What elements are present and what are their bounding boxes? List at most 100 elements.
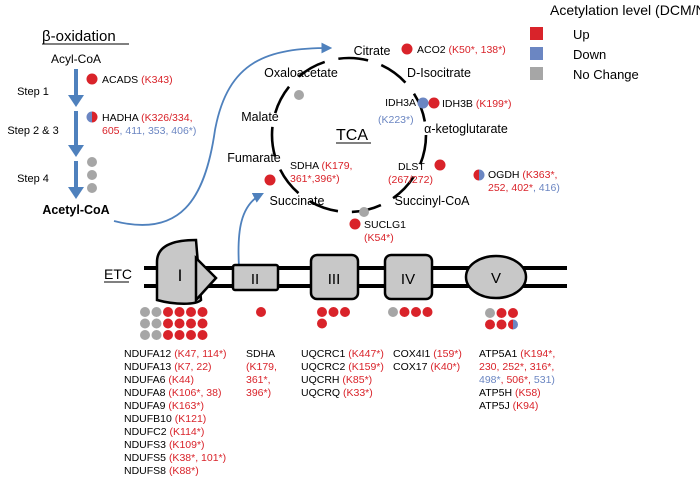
etc-label: ETC <box>104 266 132 282</box>
c3-protein-item-1: UQCRC2 (K159*) <box>301 361 384 373</box>
c3-dot-2 <box>340 307 350 317</box>
c1-protein-item-4: NDUFA9 (K163*) <box>124 400 204 412</box>
c1-dot-12 <box>140 330 150 340</box>
atp5j-line: ATP5J (K94) <box>479 400 538 412</box>
tca-ring <box>270 56 428 214</box>
c1-dot-17 <box>197 330 208 340</box>
citrate-label: Citrate <box>354 44 391 58</box>
legend-up-swatch <box>530 27 543 40</box>
c5-dot-3 <box>485 319 495 330</box>
step4-dot-1 <box>87 157 97 167</box>
c4-dot-1 <box>399 307 410 317</box>
legend: Acetylation level (DCM/NF) Up Down No Ch… <box>530 2 700 82</box>
atp5a1-line1: ATP5A1 (K194*, <box>479 348 555 360</box>
c1-dot-14 <box>163 330 173 340</box>
c3-dot-1 <box>328 307 339 317</box>
c1-protein-item-8: NDUFS5 (K38*, 101*) <box>124 452 226 464</box>
c1-dot-8 <box>163 318 173 329</box>
c3-dot-0 <box>317 307 327 317</box>
c5-dot-4 <box>496 319 507 330</box>
suclg1-name: SUCLG1 <box>364 219 406 231</box>
c1-protein-item-5: NDUFB10 (K121) <box>124 413 206 425</box>
legend-nochange-swatch <box>530 67 543 80</box>
complex-i-label: I <box>178 266 183 285</box>
c1-dot-10 <box>186 318 196 329</box>
sdha-tca-dot <box>264 174 276 186</box>
c2-protein-name: SDHA <box>246 348 275 360</box>
legend-nochange-label: No Change <box>573 67 639 82</box>
step4-label: Step 4 <box>17 173 49 185</box>
c2-sites-line1: (K179, <box>246 361 277 373</box>
legend-title: Acetylation level (DCM/NF) <box>550 2 700 18</box>
c2-sites-line2: 361*, <box>246 374 271 386</box>
ogdh-text-line1: OGDH (K363*, <box>488 169 557 181</box>
legend-down-swatch <box>530 47 543 60</box>
complex-v-label: V <box>491 270 501 287</box>
oxaloacetate-label: Oxaloacetate <box>264 66 338 80</box>
c1-dot-15 <box>174 330 185 340</box>
acads-dot <box>86 73 98 85</box>
acetyl-coa-label: Acetyl-CoA <box>42 203 109 217</box>
legend-down-label: Down <box>573 47 606 62</box>
c1-protein-item-0: NDUFA12 (K47, 114*) <box>124 348 227 360</box>
c1-protein-item-2: NDUFA6 (K44) <box>124 374 194 386</box>
aco2-dot <box>401 43 413 55</box>
c1-dot-11 <box>197 318 208 329</box>
succinyl-coa-label: Succinyl-CoA <box>394 194 470 208</box>
step4-dot-3 <box>87 183 97 193</box>
step4-dot-2 <box>87 170 97 180</box>
c2-dot-0 <box>256 307 266 317</box>
dlst-name: DLST <box>398 161 425 173</box>
succinate-label: Succinate <box>270 194 325 208</box>
complex-i-dots <box>140 307 208 340</box>
sdha-tca-line1: SDHA (K179, <box>290 160 352 172</box>
c1-protein-item-6: NDUFC2 (K114*) <box>124 426 204 438</box>
c4-protein-item-0: COX4I1 (159*) <box>393 348 462 360</box>
complex-ii <box>231 263 280 292</box>
c3-protein-item-0: UQCRC1 (K447*) <box>301 348 384 360</box>
c5-dot-1 <box>496 308 507 318</box>
complex-i-protein-list: NDUFA12 (K47, 114*)NDUFA13 (K7, 22)NDUFA… <box>124 348 227 477</box>
c4-dot-0 <box>388 307 398 317</box>
complex2-to-succinate-arrow <box>237 193 264 268</box>
fumarate-label: Fumarate <box>227 151 281 165</box>
c1-protein-item-7: NDUFS3 (K109*) <box>124 439 205 451</box>
acyl-coa-label: Acyl-CoA <box>51 52 101 66</box>
c1-protein-item-9: NDUFS8 (K88*) <box>124 465 199 477</box>
beta-oxidation-panel: β-oxidation Acyl-CoA Step 1 Step 2 & 3 S… <box>7 28 196 217</box>
c1-dot-16 <box>186 330 196 340</box>
complex-iii-protein-list: UQCRC1 (K447*)UQCRC2 (K159*)UQCRH (K85*)… <box>301 348 384 399</box>
c5-dot-5 <box>508 319 518 330</box>
idh3a-dot <box>417 97 429 109</box>
acads-text: ACADS (K343) <box>102 74 173 86</box>
c1-dot-13 <box>151 330 162 340</box>
malate-label: Malate <box>241 110 279 124</box>
idh3b-dot <box>428 97 440 109</box>
disocitrate-label: D-Isocitrate <box>407 66 471 80</box>
aco2-text: ACO2 (K50*, 138*) <box>417 44 506 56</box>
c1-protein-item-1: NDUFA13 (K7, 22) <box>124 361 212 373</box>
atp5a1-line3: 498*, 506*, 531) <box>479 374 555 386</box>
c1-protein-item-3: NDUFA8 (K106*, 38) <box>124 387 221 399</box>
hadha-text-line1: HADHA (K326/334, <box>102 112 192 124</box>
c4-dot-2 <box>411 307 421 317</box>
etc-panel: ETC I II III IV V NDUFA12 (K47, 114*)NDU… <box>104 238 567 477</box>
complex-iii <box>309 253 360 301</box>
complex-ii-dots <box>256 307 266 317</box>
oxaloacetate-dot <box>294 90 304 100</box>
c4-dot-3 <box>422 307 433 317</box>
complex-v <box>464 254 528 300</box>
step23-label: Step 2 & 3 <box>7 125 58 137</box>
acetyl-to-citrate-arrow <box>113 42 333 226</box>
step1-label: Step 1 <box>17 86 49 98</box>
sdha-tca-line2: 361*,396*) <box>290 173 340 185</box>
c1-dot-2 <box>163 307 173 317</box>
idh3b-text: IDH3B (K199*) <box>442 98 511 110</box>
dlst-dot <box>434 159 446 171</box>
suclg1-dot <box>349 218 361 230</box>
complex-iii-dots <box>317 307 350 329</box>
c1-dot-7 <box>151 318 162 329</box>
dlst-sites: (267/272) <box>388 174 433 186</box>
complex-iv-protein-list: COX4I1 (159*)COX17 (K40*) <box>393 348 462 373</box>
tca-title: TCA <box>336 127 368 144</box>
